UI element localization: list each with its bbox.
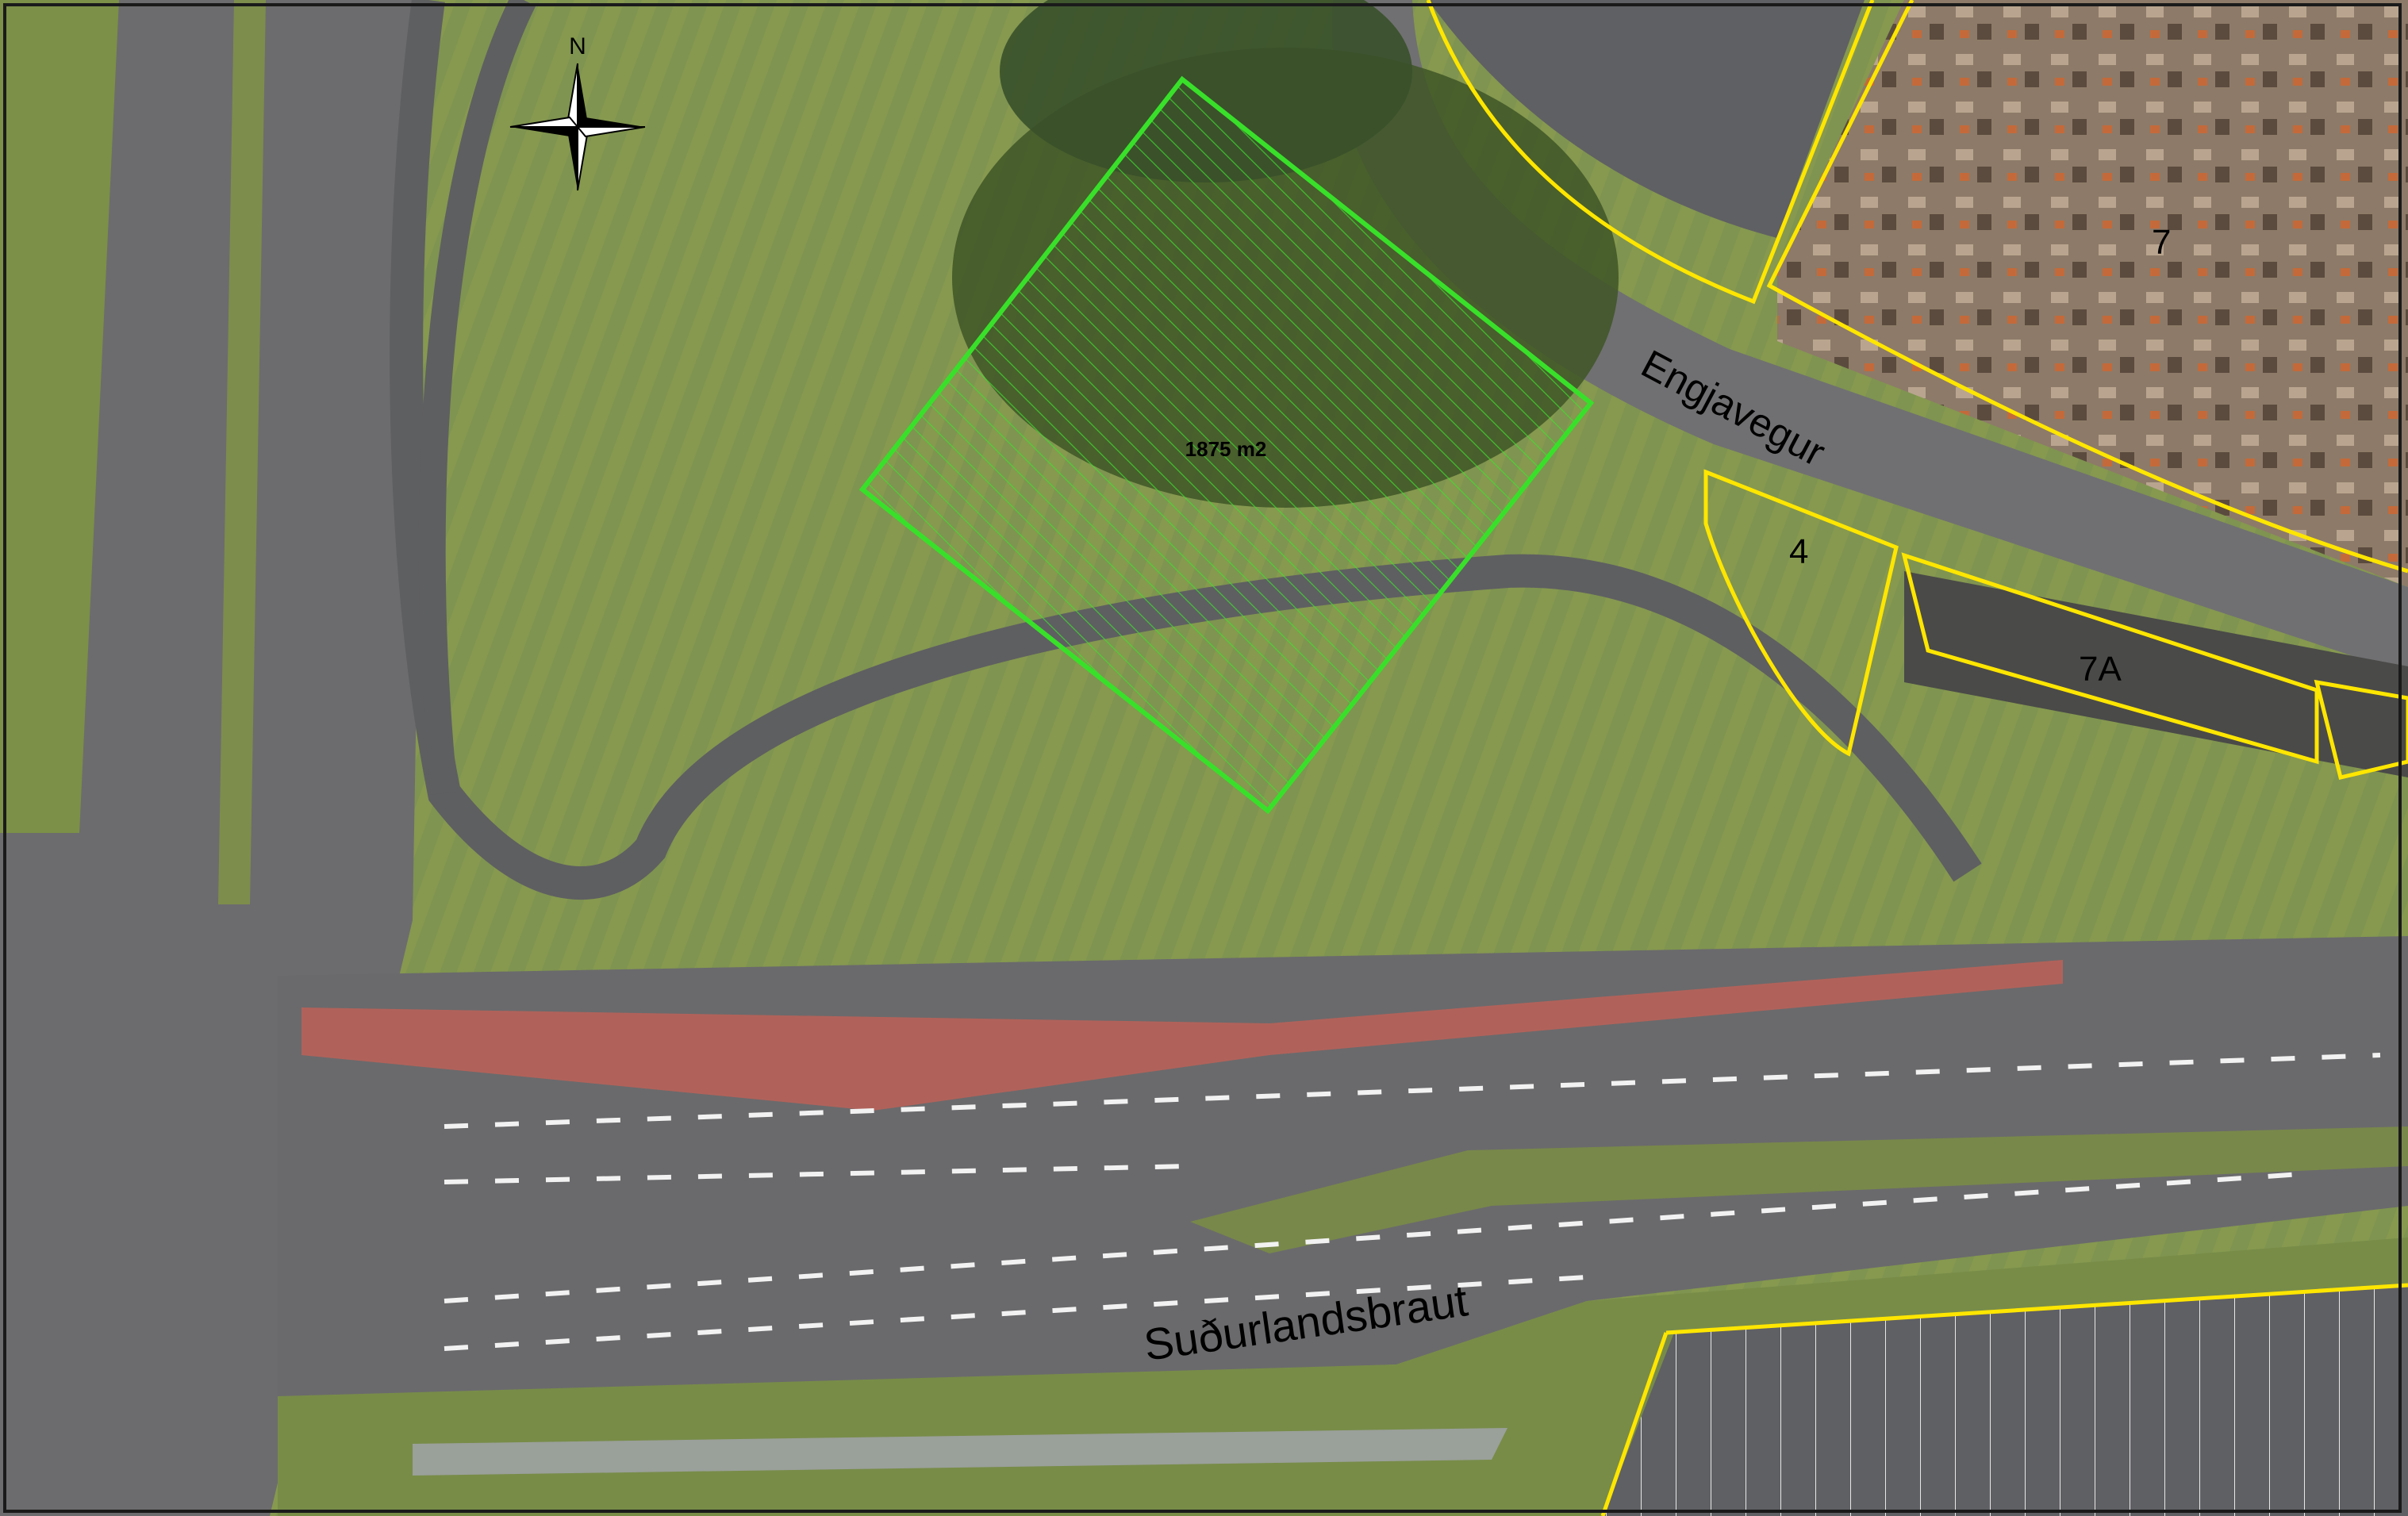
area-label: 1875 m2 [1185, 437, 1267, 461]
grass-left-strip [0, 0, 119, 833]
lot-boundaries [1426, 0, 2408, 1516]
construction-site [1777, 0, 2408, 587]
lot-number-7: 7 [2152, 223, 2171, 262]
lower-road [413, 1428, 1507, 1476]
carpark-south [1603, 1285, 2408, 1516]
lot-number-7a: 7A [2079, 650, 2122, 689]
road-engjavegur [1331, 0, 2408, 674]
median-main [1190, 1126, 2408, 1253]
lot-7a-area [1904, 571, 2408, 777]
median-left [218, 0, 266, 904]
north-arrow-icon: N [509, 33, 646, 191]
lane-markings [444, 1053, 2381, 1351]
lot-number-4: 4 [1789, 532, 1808, 571]
bike-lane [301, 960, 2063, 1111]
trees-north [1000, 0, 1412, 182]
highlight-parcel[interactable] [858, 75, 1595, 815]
north-label: N [569, 33, 586, 59]
footpath-top [418, 0, 536, 795]
carpark-north [1428, 0, 1865, 238]
footpath-loop [390, 0, 1982, 900]
